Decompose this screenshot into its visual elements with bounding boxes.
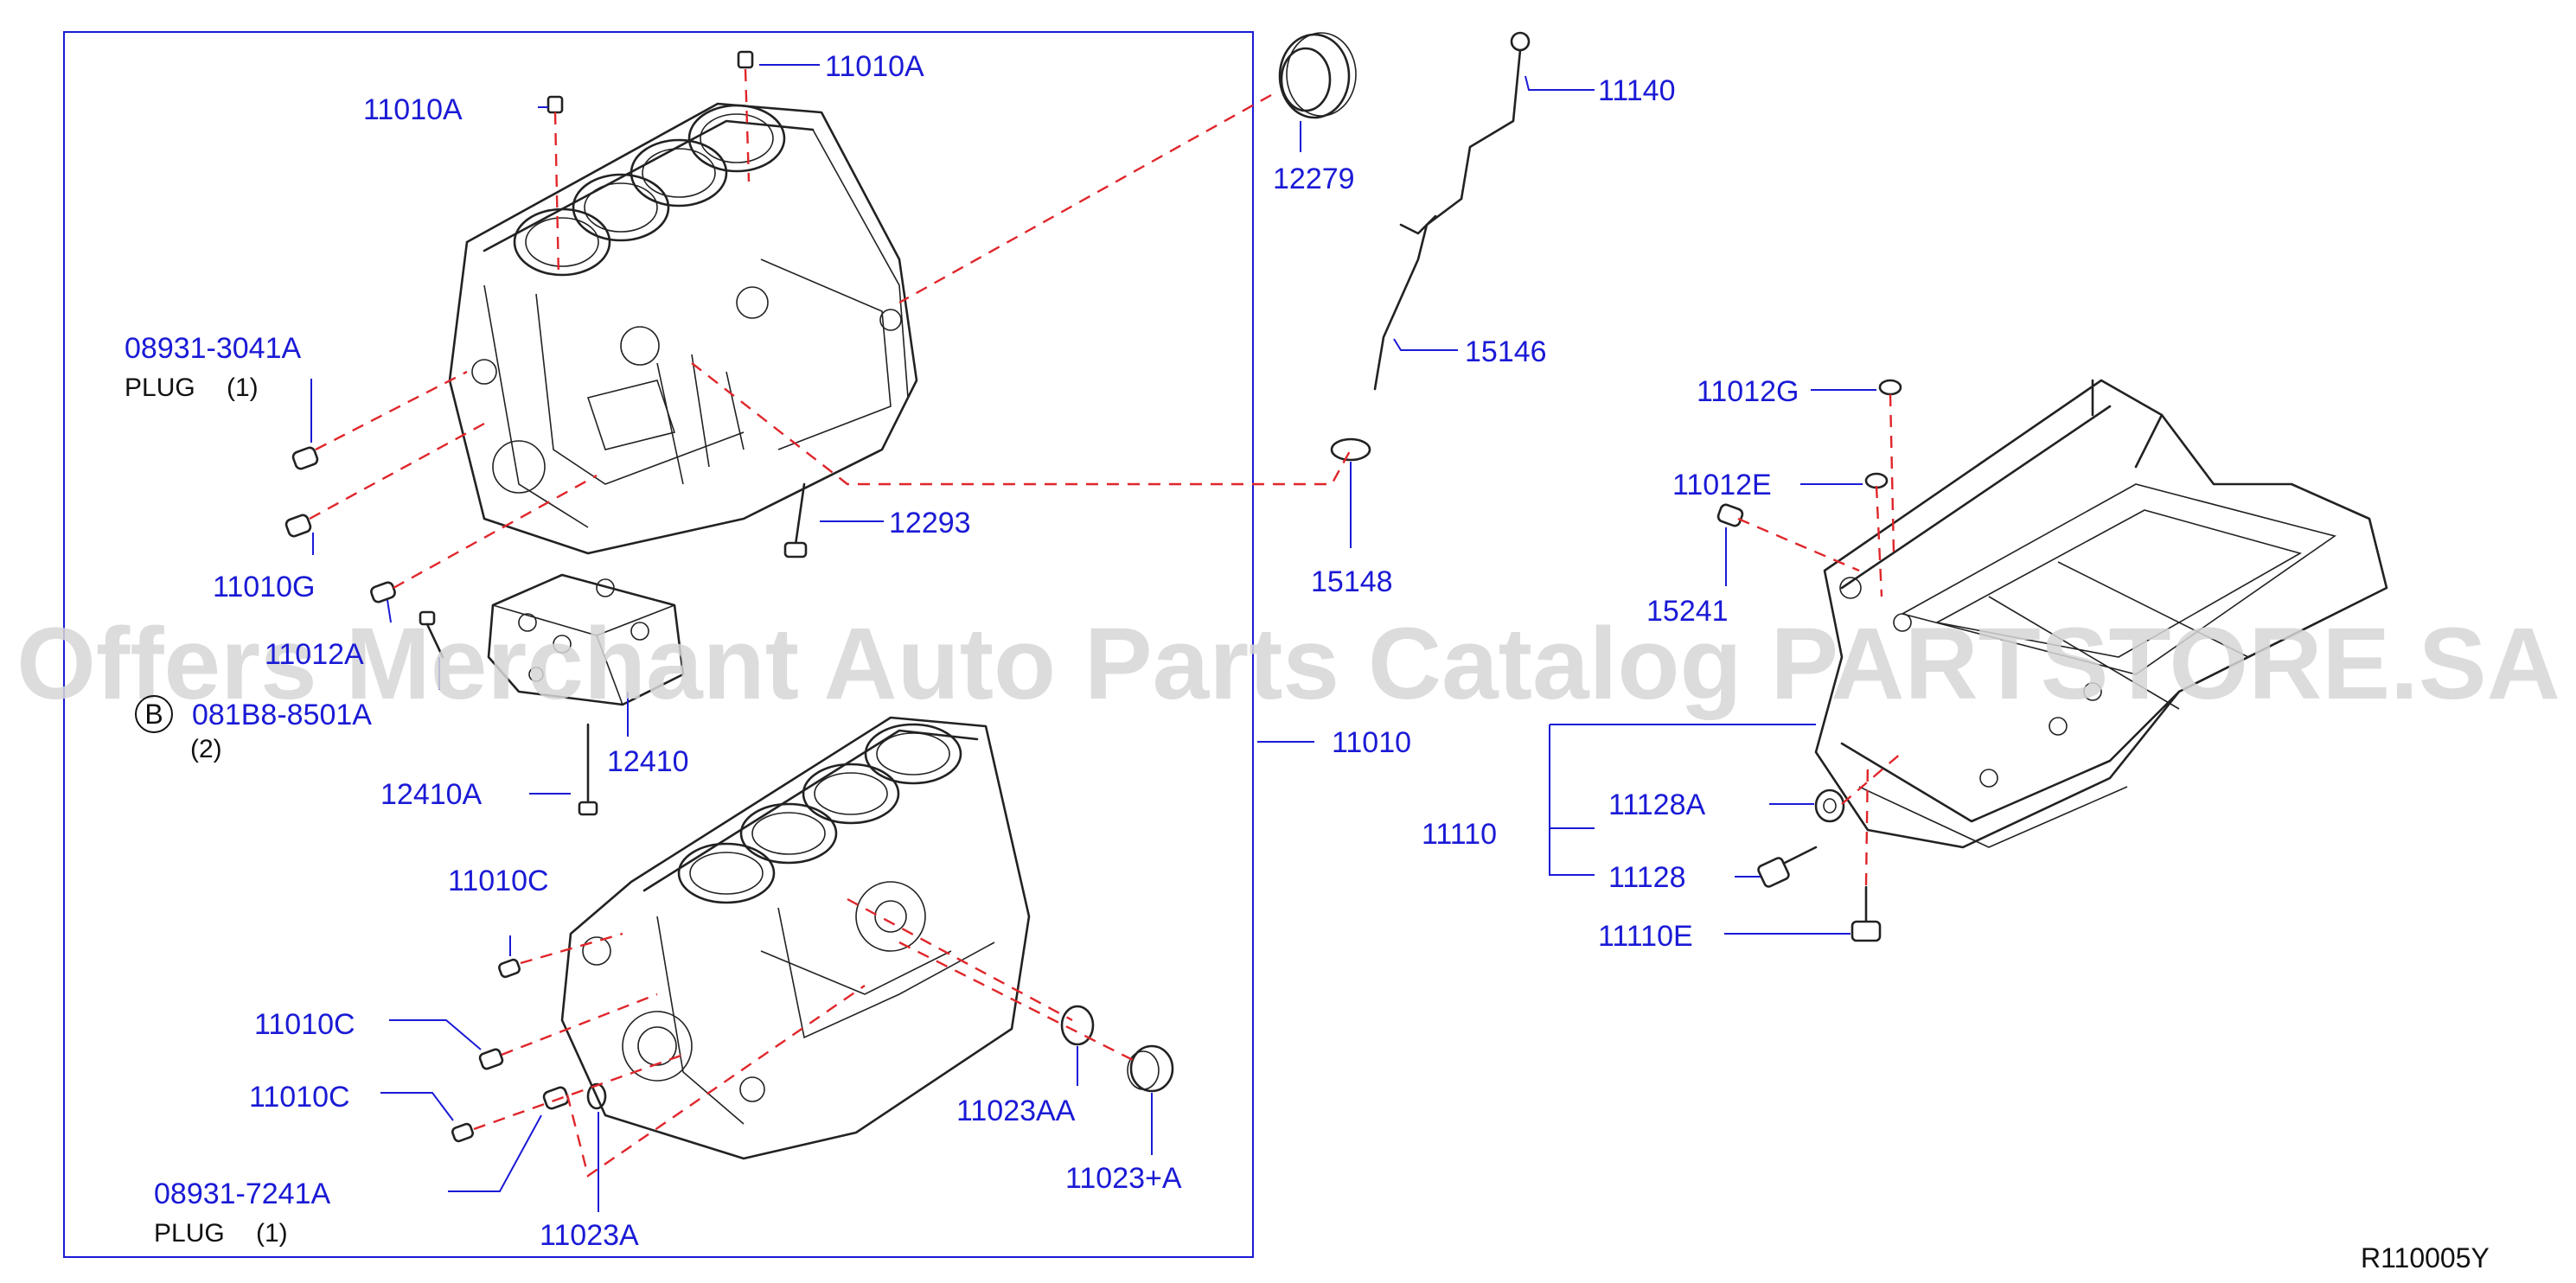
label-11010c-low[interactable]: 11010C (249, 1081, 350, 1114)
label-081b8-8501a[interactable]: 081B8-8501A (192, 699, 372, 731)
label-12279[interactable]: 12279 (1273, 163, 1355, 195)
oil-pan-illustration (1814, 379, 2388, 849)
note-qty-2: (2) (190, 735, 222, 763)
label-11010a-top[interactable]: 11010A (825, 50, 924, 83)
plug-11010g-illustration (284, 514, 312, 538)
label-12293[interactable]: 12293 (889, 507, 971, 539)
o-ring-11023aa-illustration (1060, 1005, 1095, 1046)
label-11128[interactable]: 11128 (1608, 861, 1686, 894)
plug-11010c-mid-illustration (478, 1048, 504, 1070)
dashed-reference-lines (309, 68, 1903, 1178)
note-qty-bottom: (1) (256, 1219, 288, 1248)
label-11023-plus-a[interactable]: 11023+A (1065, 1162, 1182, 1195)
bolt-11128-illustration (1757, 846, 1818, 888)
label-11010c-top[interactable]: 11010C (448, 865, 549, 897)
cap-11010a-top-illustration (737, 50, 754, 69)
label-11023aa[interactable]: 11023AA (956, 1095, 1076, 1127)
label-15148[interactable]: 15148 (1311, 565, 1393, 598)
label-11012e[interactable]: 11012E (1672, 469, 1772, 501)
label-11012a[interactable]: 11012A (265, 638, 364, 671)
upper-cylinder-block-illustration (448, 102, 918, 555)
note-plug-top: PLUG (125, 373, 195, 402)
leader-lines (310, 64, 1876, 1212)
label-12410[interactable]: 12410 (607, 745, 689, 778)
plug-11023-plus-a-illustration (1127, 1044, 1174, 1093)
washer-11128a-illustration (1814, 788, 1845, 823)
label-11010a-left[interactable]: 11010A (363, 93, 463, 126)
plug-11012a-illustration (370, 581, 396, 603)
label-11023a[interactable]: 11023A (540, 1219, 639, 1252)
label-11140[interactable]: 11140 (1598, 74, 1676, 107)
label-15241[interactable]: 15241 (1646, 595, 1729, 628)
dipstick-11140-illustration (1460, 31, 1531, 201)
o-ring-11023a-illustration (586, 1082, 607, 1110)
lower-cylinder-block-illustration (560, 716, 1031, 1160)
label-11010g[interactable]: 11010G (213, 571, 315, 603)
block-group-frame (63, 31, 1254, 1258)
bolt-081b8-8501a-illustration (419, 610, 444, 659)
note-plug-bottom: PLUG (154, 1219, 225, 1248)
label-11110[interactable]: 11110 (1422, 818, 1497, 851)
plug-11010c-top-illustration (498, 958, 521, 979)
washer-11012g-illustration (1878, 379, 1902, 396)
label-11010c-mid[interactable]: 11010C (254, 1008, 355, 1041)
washer-11012e-illustration (1864, 472, 1889, 489)
b-symbol-letter: B (144, 699, 163, 730)
bolt-12293-illustration (783, 482, 808, 559)
seal-12279-illustration (1278, 32, 1357, 119)
label-08931-7241a[interactable]: 08931-7241A (154, 1178, 331, 1210)
plug-08931-7241a-illustration (542, 1086, 570, 1110)
plug-11010c-low-illustration (451, 1122, 474, 1143)
label-11010[interactable]: 11010 (1332, 726, 1411, 759)
label-11110e[interactable]: 11110E (1598, 920, 1693, 953)
label-12410a[interactable]: 12410A (380, 778, 483, 811)
label-08931-3041a[interactable]: 08931-3041A (125, 332, 302, 365)
plug-08931-3041a-illustration (291, 446, 319, 470)
bolt-12410a-illustration (578, 723, 598, 816)
label-15146[interactable]: 15146 (1465, 335, 1547, 368)
diagram-reference-code: R110005Y (2361, 1242, 2490, 1273)
note-qty-top: (1) (227, 373, 259, 402)
o-ring-15148-illustration (1330, 437, 1371, 462)
label-11128a[interactable]: 11128A (1608, 788, 1705, 821)
label-11012g[interactable]: 11012G (1697, 375, 1799, 408)
b-symbol: B (135, 695, 173, 733)
dipstick-guide-15146-illustration (1373, 197, 1463, 391)
pin-15241-illustration (1716, 503, 1744, 527)
drain-plug-11110e-illustration (1851, 885, 1882, 942)
bracket-12410-illustration (487, 573, 685, 706)
watermark-text: Offers Merchant Auto Parts Catalog PARTS… (16, 607, 2560, 721)
cap-11010a-left-illustration (547, 95, 564, 114)
